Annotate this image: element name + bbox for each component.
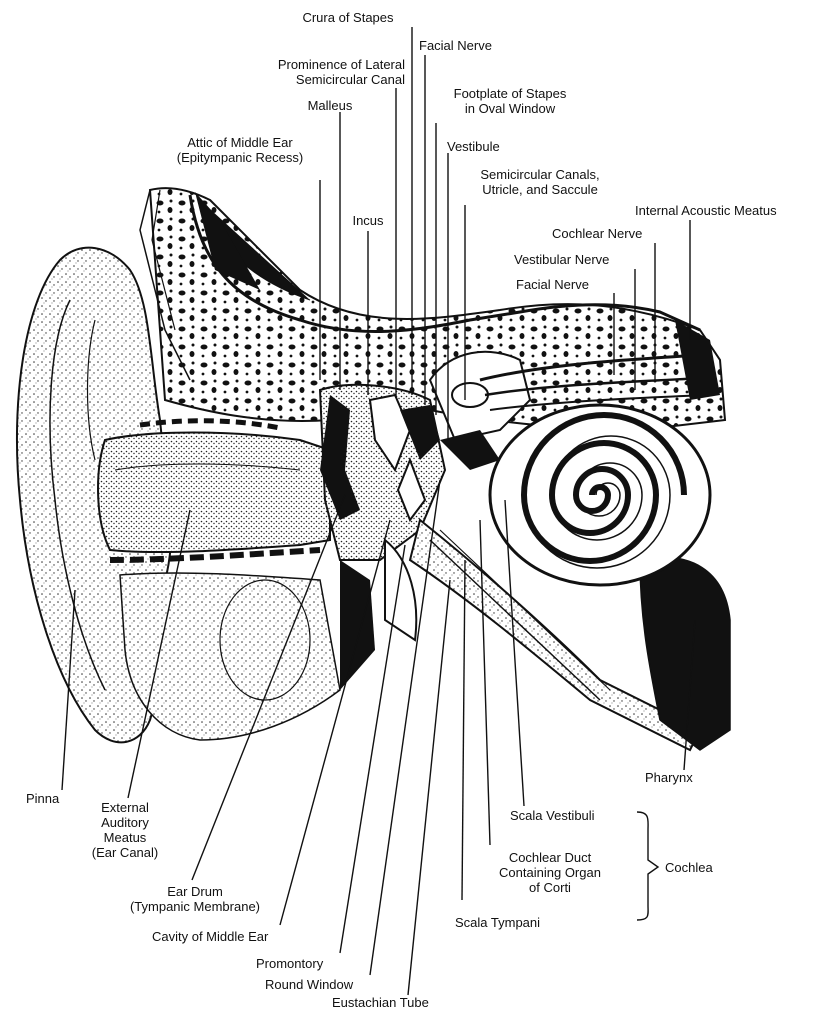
label-eam-4: (Ear Canal) [80, 845, 170, 861]
label-cochlear-duct-1: Cochlear Duct [475, 850, 625, 866]
label-attic-2: (Epitympanic Recess) [150, 150, 330, 166]
label-semicircular-1: Semicircular Canals, [445, 167, 635, 183]
label-promontory: Promontory [256, 956, 323, 972]
ear-canal [98, 421, 330, 560]
label-semicircular-2: Utricle, and Saccule [445, 182, 635, 198]
label-cochlear-nerve: Cochlear Nerve [552, 226, 642, 242]
label-scala-tympani: Scala Tympani [455, 915, 540, 931]
label-cochlear-duct-3: of Corti [475, 880, 625, 896]
label-internal-acoustic-meatus: Internal Acoustic Meatus [635, 203, 777, 219]
label-crura-of-stapes: Crura of Stapes [278, 10, 418, 26]
label-vestibule: Vestibule [447, 139, 500, 155]
label-incus: Incus [338, 213, 398, 229]
label-eam-2: Auditory [80, 815, 170, 831]
label-prominence-lateral-canal-2: Semicircular Canal [215, 72, 405, 88]
label-cochlear-duct-2: Containing Organ [475, 865, 625, 881]
label-facial-nerve-top: Facial Nerve [419, 38, 492, 54]
label-cavity-middle-ear: Cavity of Middle Ear [152, 929, 268, 945]
label-prominence-lateral-canal-1: Prominence of Lateral [215, 57, 405, 73]
label-pinna: Pinna [26, 791, 59, 807]
label-eam-3: Meatus [80, 830, 170, 846]
label-scala-vestibuli: Scala Vestibuli [510, 808, 595, 824]
label-cochlea: Cochlea [665, 860, 713, 876]
label-attic-1: Attic of Middle Ear [150, 135, 330, 151]
label-ear-drum-1: Ear Drum [110, 884, 280, 900]
label-eustachian-tube: Eustachian Tube [332, 995, 429, 1011]
cochlea-spiral [490, 405, 710, 585]
label-eam-1: External [80, 800, 170, 816]
label-round-window: Round Window [265, 977, 353, 993]
lower-tissue [120, 573, 340, 740]
label-footplate-2: in Oval Window [420, 101, 600, 117]
label-pharynx: Pharynx [645, 770, 693, 786]
label-facial-nerve-right: Facial Nerve [516, 277, 589, 293]
label-vestibular-nerve: Vestibular Nerve [514, 252, 609, 268]
label-footplate-1: Footplate of Stapes [420, 86, 600, 102]
label-ear-drum-2: (Tympanic Membrane) [110, 899, 280, 915]
temporal-bone [140, 188, 725, 430]
label-malleus: Malleus [280, 98, 380, 114]
